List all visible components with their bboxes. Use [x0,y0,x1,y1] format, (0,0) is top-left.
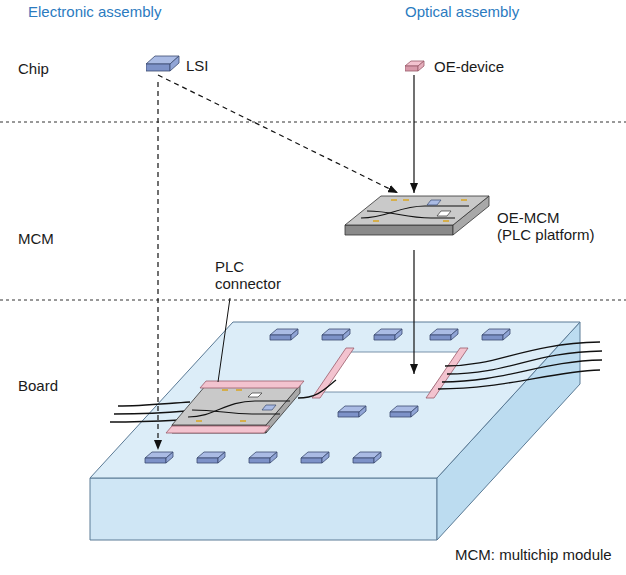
part-label: PLC connector [215,258,295,292]
legend-note: MCM: multichip module [455,546,612,563]
node-label: LSI [186,57,209,74]
plc-connector [166,381,304,433]
column-heading: Electronic assembly [28,3,161,20]
lsi-chip-art [146,55,180,75]
lsi-chip: LSI [146,55,209,75]
waveguide [110,342,602,422]
node-label: OE-device [434,58,504,75]
assembly-arrow [413,250,414,374]
row-label: MCM [18,230,54,247]
board-slot [312,348,468,398]
assembly-arrow [157,82,158,450]
board-chip [145,329,510,463]
assembly-arrow [158,75,398,193]
oe-device-chip: OE-device [405,58,504,75]
oe-mcm-platform: OE-MCM (PLC platform) [343,193,596,243]
node-label: OE-MCM (PLC platform) [497,209,596,243]
oe-mcm-platform-art [343,193,493,241]
leader-line [218,298,230,382]
row-separator [0,122,626,123]
board [90,322,580,540]
row-separator [0,300,626,301]
row-label: Chip [18,60,49,77]
oe-device-chip-art [405,60,425,74]
assembly-arrow [413,75,414,193]
row-label: Board [18,377,58,394]
column-heading: Optical assembly [405,3,519,20]
